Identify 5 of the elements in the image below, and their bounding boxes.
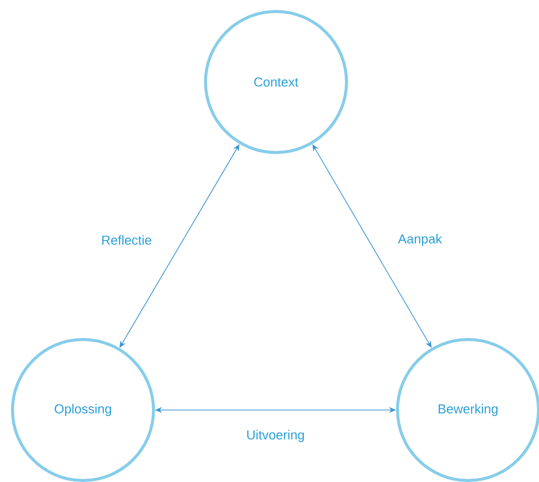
- edge-label: Reflectie: [100, 234, 153, 246]
- circle-node: Context: [204, 10, 348, 154]
- edge-label: Aanpak: [396, 232, 444, 248]
- edge-label: Uitvoering: [245, 428, 306, 444]
- circle-node: Oplossing: [11, 338, 155, 482]
